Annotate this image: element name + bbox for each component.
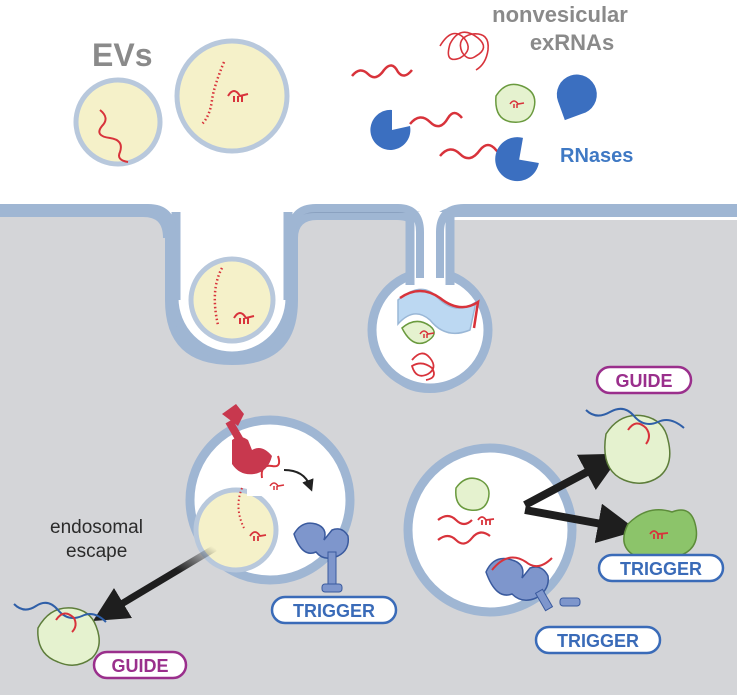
receptor-trigger-right [485, 556, 581, 612]
guide-complex-right [585, 407, 685, 484]
nonvesicular-label: nonvesicular [492, 2, 628, 27]
ev-in-invagination [188, 256, 276, 344]
guide-tag-top-right: GUIDE [595, 365, 693, 395]
guide-complex-bottom-left [13, 601, 107, 666]
receptor-red [222, 404, 272, 475]
arrow-to-guide [523, 453, 622, 509]
free-rna-tangle [439, 31, 489, 71]
escape-arrow [92, 544, 217, 621]
trigger-tag-right-upper: TRIGGER [597, 553, 725, 583]
rnases-label: RNases [560, 145, 633, 167]
evs-label: EVs [92, 37, 152, 73]
escape-label: escape [66, 541, 127, 562]
activated-trigger-complex [623, 509, 698, 561]
svg-text:TRIGGER: TRIGGER [293, 601, 375, 621]
ev-large [174, 38, 290, 154]
svg-text:TRIGGER: TRIGGER [620, 559, 702, 579]
endosomal-label: endosomal [50, 517, 143, 538]
svg-text:TRIGGER: TRIGGER [557, 631, 639, 651]
exrnas-label: exRNAs [530, 30, 614, 55]
trigger-tag-right-lower: TRIGGER [534, 625, 662, 655]
svg-text:GUIDE: GUIDE [111, 656, 168, 676]
small-arrow [283, 469, 314, 492]
svg-text:GUIDE: GUIDE [615, 371, 672, 391]
guide-tag-bottom-left: GUIDE [92, 650, 188, 680]
trigger-tag-center: TRIGGER [270, 595, 398, 625]
endosome-right [403, 443, 577, 617]
receptor-trigger-left [293, 522, 350, 593]
rnase-2 [556, 74, 597, 121]
arrow-to-trigger [524, 503, 638, 544]
rnase-1 [370, 109, 411, 150]
rnp-particle [495, 83, 536, 123]
free-rna-1 [351, 64, 413, 79]
rna-in-invagination [397, 288, 480, 381]
rnase-3 [495, 137, 539, 182]
ev-small [73, 77, 163, 167]
free-rna-3 [409, 111, 463, 128]
